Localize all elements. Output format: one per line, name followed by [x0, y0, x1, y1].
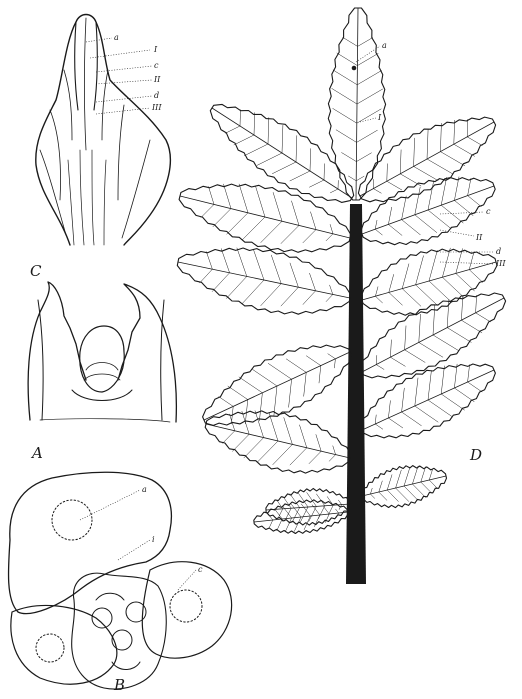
c-label-I: I	[153, 45, 158, 54]
leaflet-13	[362, 466, 447, 508]
leaflet-veins	[376, 295, 490, 369]
d-label-III: III	[495, 259, 506, 268]
leaflet-7	[361, 249, 497, 315]
figure-c-bud	[36, 15, 171, 246]
c-label-II: II	[153, 75, 161, 84]
leaflet-veins	[375, 248, 482, 306]
d-label-II: II	[475, 233, 483, 242]
figure-c-letter: C	[30, 262, 42, 280]
figure-d-letter: D	[469, 446, 482, 464]
figure-d-callouts: a I c II d III	[352, 41, 507, 268]
c-label-III: III	[151, 103, 162, 112]
figure-b-callouts: a i c	[80, 485, 203, 590]
leaflet-veins	[373, 119, 482, 193]
c-label-d: d	[154, 91, 159, 100]
leaflet-veins	[375, 364, 482, 429]
d-label-c: c	[486, 207, 491, 216]
b-label-c: c	[198, 565, 203, 574]
figure-a-section	[28, 282, 176, 422]
leaflet-11	[361, 364, 496, 438]
figure-d-leaflets	[177, 8, 505, 534]
figure-b-letter: B	[113, 676, 125, 694]
d-label-I: I	[377, 113, 382, 122]
figure-b-cross-section	[8, 472, 231, 689]
figure-d-leaf	[346, 204, 366, 584]
leaflet-veins	[223, 411, 336, 465]
leaflet-10	[205, 411, 351, 473]
b-label-i: i	[152, 535, 155, 544]
leaflet-veins	[375, 177, 481, 236]
d-label-a: a	[382, 41, 387, 50]
figure-a-letter: A	[30, 444, 43, 462]
leaflet-veins	[200, 248, 333, 306]
c-label-a: a	[114, 33, 119, 42]
d-label-d: d	[496, 247, 501, 256]
b-label-a: a	[142, 485, 147, 494]
leaflet-6	[177, 248, 350, 314]
leaflet-veins	[201, 184, 333, 244]
leaflet-4	[179, 184, 351, 252]
c-label-c: c	[154, 61, 159, 70]
